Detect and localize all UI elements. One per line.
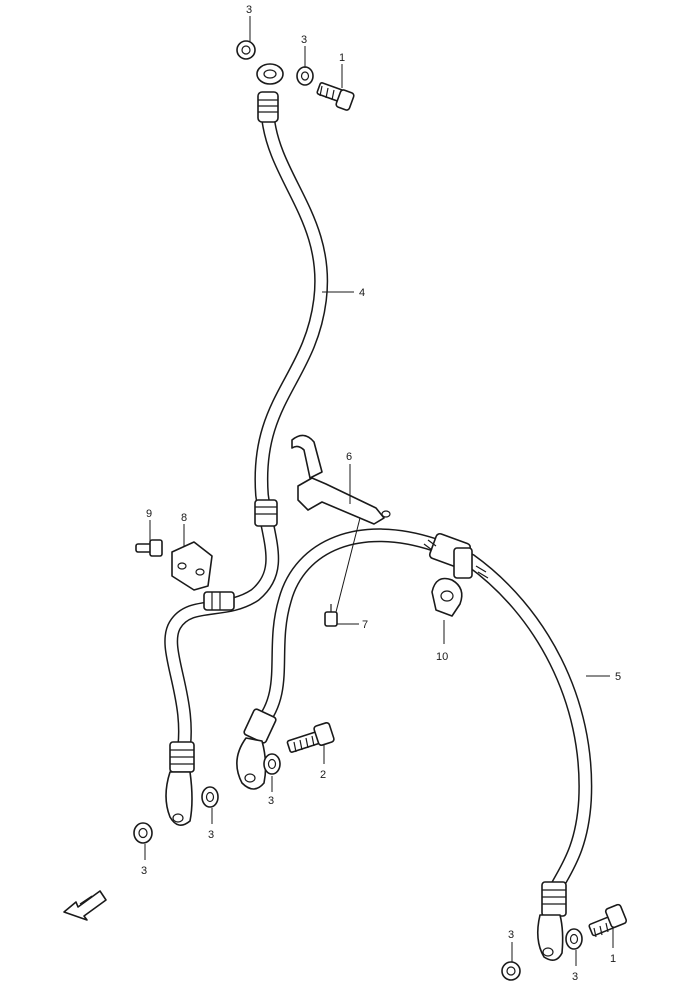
washer-lower-left-b [133, 822, 153, 844]
callout-bolt-top: 1 [339, 52, 345, 64]
callout-washer-middle: 3 [268, 795, 274, 807]
middle-brake-hose [236, 528, 442, 790]
banjo-bolt-middle [286, 721, 335, 753]
washer-middle [263, 753, 281, 775]
callout-hose-lower: 5 [615, 671, 621, 683]
washer-lower-left-a [201, 786, 219, 808]
callout-bolt-bracket: 7 [362, 619, 368, 631]
callout-clamp-left: 8 [181, 512, 187, 524]
washer-bottom-right-b [501, 961, 521, 981]
clamp-bolt [135, 539, 163, 557]
callout-washer-bottom-right-b: 3 [572, 971, 578, 983]
callout-bracket-upper: 6 [346, 451, 352, 463]
washer-bottom-right-a [565, 928, 583, 950]
leader-lines [144, 16, 614, 966]
callout-bolt-middle: 2 [320, 769, 326, 781]
hose-clamp [171, 541, 213, 591]
front-direction-arrow-icon [63, 890, 107, 921]
callout-labels: 3 3 1 4 6 9 8 7 10 5 2 3 3 3 3 3 1 [141, 4, 621, 983]
callout-washer-top-right: 3 [301, 34, 307, 46]
callout-hose-upper: 4 [359, 287, 365, 299]
callout-washer-top-left: 3 [246, 4, 252, 16]
upper-brake-hose [164, 63, 329, 826]
callout-bolt-bottom-right: 1 [610, 953, 616, 965]
bracket-bolt [324, 604, 338, 627]
callout-washer-bottom-right-a: 3 [508, 929, 514, 941]
washer-top-left [236, 40, 256, 60]
callout-clip-right: 10 [436, 651, 448, 663]
washer-top-right [296, 66, 314, 86]
callout-bolt-small-left: 9 [146, 508, 152, 520]
callout-washer-left-lower-b: 3 [141, 865, 147, 877]
banjo-bolt-bottom [588, 903, 628, 938]
banjo-bolt-top [316, 82, 355, 111]
hose-clip [431, 577, 463, 617]
hose-bracket [291, 434, 391, 525]
lower-brake-hose [423, 532, 593, 961]
callout-washer-left-lower-a: 3 [208, 829, 214, 841]
